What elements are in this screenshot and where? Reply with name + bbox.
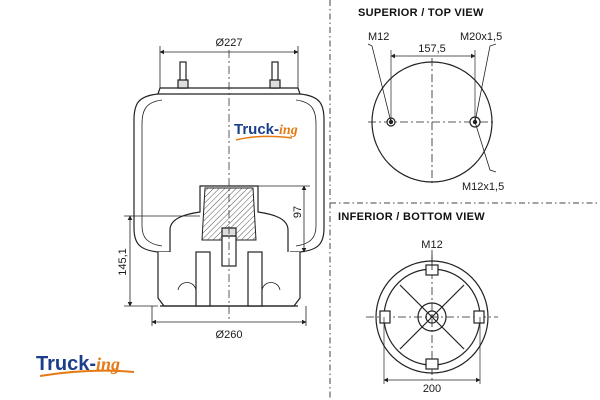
svg-text:Truck-ing: Truck-ing	[234, 121, 298, 138]
top-view	[367, 43, 497, 186]
dim-overall-height-label: 145,1	[117, 248, 129, 276]
dim-overall-height	[124, 215, 200, 307]
dim-bottom-diameter-label: Ø260	[216, 329, 243, 341]
bottom-thread-top-label: M12	[421, 239, 442, 251]
top-thread-right-label: M20x1,5	[460, 31, 502, 43]
dim-piston-height	[258, 185, 310, 253]
dim-piston-height-label: 97	[292, 206, 304, 218]
dim-bottom-diameter	[151, 306, 307, 326]
dim-top-diameter-label: Ø227	[216, 37, 243, 49]
top-thread-bottom-label: M12x1,5	[462, 181, 504, 193]
top-center-distance-label: 157,5	[418, 43, 446, 55]
bottom-width-label: 200	[423, 383, 441, 395]
bottom-view-title: INFERIOR / BOTTOM VIEW	[338, 211, 485, 223]
svg-text:Truck-ing: Truck-ing	[36, 353, 120, 375]
bottom-view	[366, 250, 498, 384]
top-thread-left-label: M12	[368, 31, 389, 43]
bellows-brand: Truck-ing	[234, 121, 298, 141]
dim-top-diameter	[159, 46, 299, 88]
top-view-title: SUPERIOR / TOP VIEW	[358, 7, 484, 19]
logo: Truck-ing	[36, 353, 135, 377]
bellows-outer	[133, 93, 170, 253]
